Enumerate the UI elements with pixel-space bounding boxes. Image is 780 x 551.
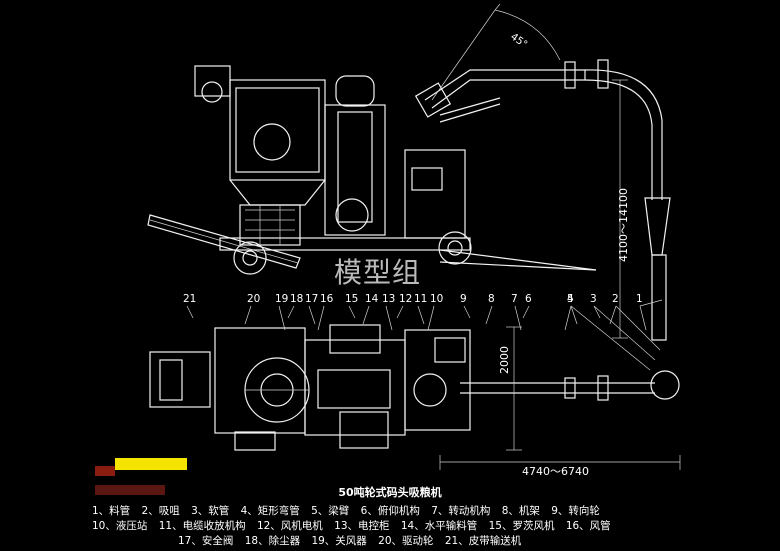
boom-arm <box>424 69 586 109</box>
leader-line <box>362 305 370 325</box>
legend-item: 15、罗茨风机 <box>488 520 555 532</box>
legend-item: 1、料管 <box>92 505 131 517</box>
callout-18: 18 <box>290 293 303 305</box>
roots-blower <box>324 104 386 236</box>
legend-item: 8、机架 <box>501 505 540 517</box>
legend-item: 7、转动机构 <box>431 505 491 517</box>
dust-collector <box>229 79 326 181</box>
callout-14: 14 <box>365 293 379 305</box>
leader-line <box>485 305 493 325</box>
width-dimension: 4740～6740 <box>522 465 589 478</box>
leader-line <box>186 305 194 319</box>
leader-line <box>396 305 404 319</box>
plan-suction-nozzle <box>650 370 680 400</box>
leader-line <box>615 305 661 351</box>
legend-item: 3、软管 <box>191 505 230 517</box>
height-dimension: 4100～14100 <box>617 188 630 262</box>
legend-item: 2、吸咀 <box>141 505 180 517</box>
callout-2: 2 <box>612 293 619 305</box>
callout-1: 1 <box>636 293 643 305</box>
legend-row-1: 1、料管 2、吸咀 3、软管 4、矩形弯管 5、梁臂 6、俯仰机构 7、转动机构… <box>92 503 780 518</box>
leader-line <box>570 305 578 325</box>
callout-19: 19 <box>275 293 288 305</box>
callout-10: 10 <box>430 293 443 305</box>
drive-wheel <box>233 241 267 275</box>
legend-row-3: 17、安全阀 18、除尘器 19、关风器 20、驱动轮 21、皮带输送机 <box>178 533 780 548</box>
callout-21: 21 <box>183 293 196 305</box>
depth-dimension: 2000 <box>498 346 511 374</box>
leader-line <box>593 305 601 319</box>
leader-lines <box>186 299 663 371</box>
legend-item: 13、电控柜 <box>334 520 390 532</box>
leader-line <box>514 305 522 331</box>
leader-line <box>278 305 286 331</box>
leader-line <box>639 305 647 331</box>
callout-17: 17 <box>305 293 318 305</box>
feed-pipe <box>651 254 667 341</box>
callout-11: 11 <box>414 293 427 305</box>
callout-5: 5 <box>567 293 574 305</box>
plan-view: 2000 4740～6740 <box>149 324 681 478</box>
belt-conveyor <box>147 214 301 269</box>
legend-row-2: 10、液压站 11、电缆收放机构 12、风机电机 13、电控柜 14、水平输料管… <box>92 518 780 533</box>
rectangular-bend <box>584 69 663 200</box>
callout-8: 8 <box>488 293 495 305</box>
legend-item: 18、除尘器 <box>244 535 301 547</box>
callout-6: 6 <box>525 293 532 305</box>
leader-line <box>308 305 316 325</box>
angle-label: 45° <box>508 31 529 50</box>
leader-line <box>570 305 651 371</box>
plan-conveyor <box>149 351 211 408</box>
rotary-valve <box>239 204 301 246</box>
leader-line <box>287 305 295 319</box>
legend-item: 16、风管 <box>565 520 611 532</box>
legend-item: 5、梁臂 <box>311 505 350 517</box>
leader-line <box>593 305 656 361</box>
leader-line <box>639 299 663 307</box>
legend-item: 12、风机电机 <box>256 520 323 532</box>
leader-line <box>385 305 393 331</box>
leader-line <box>348 305 356 319</box>
logo-blob-red-1 <box>95 466 115 476</box>
leader-line <box>417 305 425 325</box>
legend-item: 14、水平输料管 <box>400 520 478 532</box>
callout-20: 20 <box>247 293 260 305</box>
legend-item: 11、电缆收放机构 <box>158 520 246 532</box>
legend-item: 17、安全阀 <box>178 535 234 547</box>
drawing-caption: 50吨轮式码头吸粮机 <box>338 486 442 499</box>
hose <box>644 197 671 256</box>
legend-item: 4、矩形弯管 <box>240 505 300 517</box>
callout-4: 4 <box>567 293 574 305</box>
callout-7: 7 <box>511 293 518 305</box>
legend-item: 19、关风器 <box>311 535 367 547</box>
leader-line <box>317 305 325 331</box>
callout-3: 3 <box>590 293 597 305</box>
callout-15: 15 <box>345 293 358 305</box>
legend-item: 9、转向轮 <box>551 505 600 517</box>
leader-line <box>427 305 435 331</box>
steering-wheel <box>438 231 472 265</box>
callout-9: 9 <box>460 293 467 305</box>
leader-line <box>564 305 572 331</box>
leader-line <box>463 305 471 319</box>
legend-item: 10、液压站 <box>92 520 148 532</box>
legend-item: 20、驱动轮 <box>378 535 434 547</box>
watermark: 模型组 <box>334 256 422 289</box>
callout-12: 12 <box>399 293 412 305</box>
legend-item: 6、俯仰机构 <box>360 505 420 517</box>
logo-blob-red-2 <box>95 485 165 495</box>
leader-line <box>244 305 252 325</box>
callout-13: 13 <box>382 293 395 305</box>
callout-16: 16 <box>320 293 334 305</box>
leader-line <box>522 305 530 319</box>
logo-blob-yellow <box>115 458 187 470</box>
legend-item: 21、皮带输送机 <box>444 535 522 547</box>
